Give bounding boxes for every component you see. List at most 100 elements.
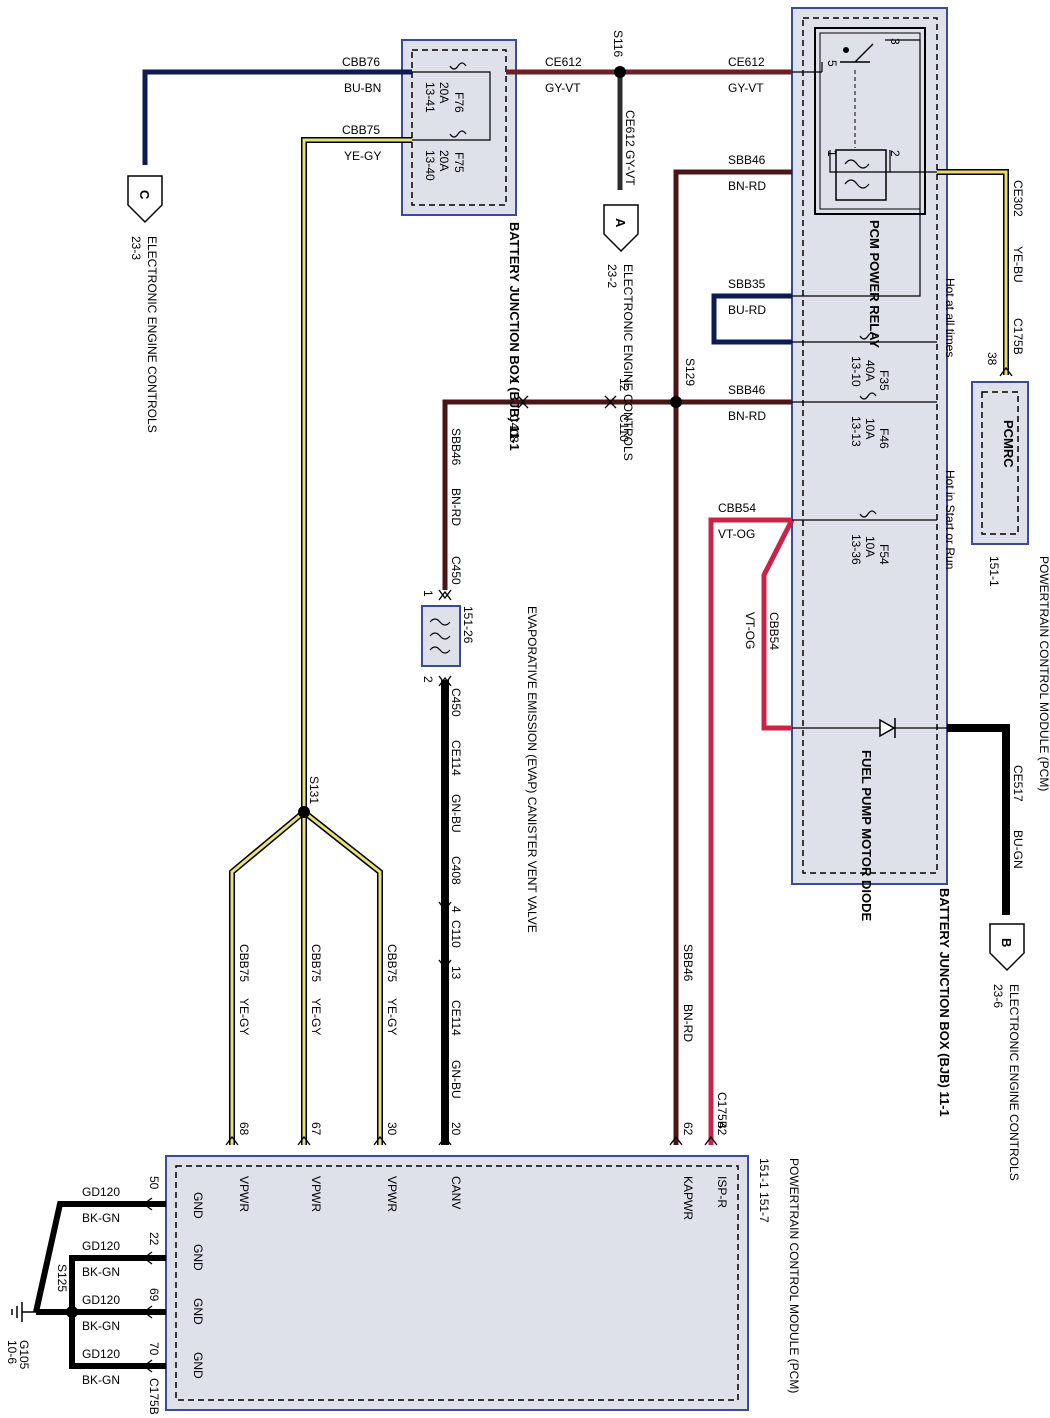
bjb-internal-lines	[792, 39, 947, 729]
fuse-f75-name: F75	[452, 152, 466, 173]
label-bn-rd-b: BN-RD	[728, 409, 766, 423]
wire-cbb75	[229, 137, 412, 1145]
pcm-title: POWERTRAIN CONTROL MODULE (PCM)	[787, 1158, 801, 1393]
wire-ce302	[937, 169, 1009, 375]
label-ye-gy: YE-GY	[344, 149, 381, 163]
label-bk-gn-b: BK-GN	[82, 1265, 120, 1279]
label-gd120-d: GD120	[82, 1347, 120, 1361]
wire-sbb46	[442, 169, 792, 1145]
label-ce302: CE302	[1011, 180, 1025, 217]
pcm-pin-name-vpwr-67: VPWR	[309, 1176, 323, 1212]
label-gn-bu-a: GN-BU	[449, 794, 463, 833]
ref-tag-a	[603, 204, 639, 253]
pcm-gnd-num-69: 69	[147, 1288, 161, 1302]
fuse-f76-name: F76	[452, 92, 466, 113]
label-cbb54-vert: CBB54	[767, 612, 781, 650]
pcm-pin-name-isp-r: ISP-R	[715, 1176, 729, 1208]
label-bn-rd-vert: BN-RD	[449, 488, 463, 526]
label-sbb46-vert: SBB46	[449, 428, 463, 466]
fuse-f35-name: F35	[877, 370, 891, 391]
pcmrc-label: PCMRC	[1001, 420, 1016, 468]
label-bk-gn-c: BK-GN	[82, 1319, 120, 1333]
bjb-top-internal-lines	[412, 71, 491, 141]
diode-icon	[879, 718, 896, 738]
pcm-pin-num-20: 20	[449, 1122, 463, 1136]
ground-page: 10-6	[5, 1340, 19, 1364]
bjb-main-box	[791, 7, 948, 885]
label-vt-og: VT-OG	[718, 527, 755, 541]
pin-13-c110: 13	[449, 966, 463, 980]
label-ye-gy-2: YE-GY	[309, 998, 323, 1035]
label-gn-bu-b: GN-BU	[449, 1060, 463, 1099]
ref-c-label: ELECTRONIC ENGINE CONTROLS	[145, 236, 159, 433]
pcm-box	[165, 1155, 749, 1411]
fuse-f54-pos: 13-36	[849, 534, 863, 565]
ref-b-letter: B	[999, 938, 1014, 947]
label-bn-rd-a: BN-RD	[728, 179, 766, 193]
label-c408-a: C408	[507, 414, 521, 443]
bjb-top-box	[401, 39, 517, 216]
label-sbb46-vert-b: SBB46	[681, 944, 695, 982]
label-bu-bn: BU-BN	[344, 81, 381, 95]
pcm-pin-arrows	[142, 1135, 718, 1373]
label-ce114-a: CE114	[449, 740, 463, 776]
relay-pin-3: 3	[888, 38, 902, 45]
pin-1-c408: 1	[507, 378, 521, 385]
label-cbb75-3: CBB75	[385, 944, 399, 982]
pcm-pin-name-vpwr-68: VPWR	[237, 1176, 251, 1212]
label-c175b-pcm: C175B	[715, 1092, 729, 1129]
evap-title: EVAPORATIVE EMISSION (EVAP) CANISTER VEN…	[525, 606, 539, 933]
bjb-main-title: BATTERY JUNCTION BOX (BJB) 11-1	[937, 888, 952, 1117]
pcmrc-title: POWERTRAIN CONTROL MODULE (PCM)	[1037, 556, 1050, 791]
pcm-pin-num-68: 68	[237, 1122, 251, 1136]
wire-cbb54	[708, 517, 795, 1145]
splice-s116-label: S116	[611, 30, 625, 57]
label-cbb54: CBB54	[718, 501, 756, 515]
pcm-gnd-num-50: 50	[147, 1176, 161, 1190]
pcm-pin-name-kapwr: KAPWR	[681, 1176, 695, 1220]
pcmrc-page: 151-1	[987, 556, 1001, 587]
label-ce114-b: CE114	[449, 1000, 463, 1036]
label-gy-vt-a: GY-VT	[545, 81, 581, 95]
label-c110-a: C110	[617, 414, 631, 442]
label-bn-rd-vert-b: BN-RD	[681, 1004, 695, 1042]
ref-c-page: 23-3	[129, 236, 143, 260]
fuse-f76-rating: 20A	[437, 82, 451, 103]
splice-s116	[614, 66, 626, 78]
label-sbb46-a: SBB46	[728, 153, 766, 167]
ground-name: G105	[17, 1340, 31, 1370]
ref-c-letter: C	[137, 190, 152, 200]
label-ye-gy-1: YE-GY	[237, 998, 251, 1035]
pcm-pages: 151-1 151-7	[757, 1158, 771, 1223]
label-gd120-a: GD120	[82, 1185, 120, 1199]
fuse-f54-rating: 10A	[863, 536, 877, 557]
pcm-gnd-name-22: GND	[191, 1244, 205, 1271]
label-cbb75: CBB75	[342, 123, 380, 137]
pcm-connector-bottom: C175B	[147, 1378, 161, 1415]
label-bk-gn-a: BK-GN	[82, 1211, 120, 1225]
label-bu-rd: BU-RD	[728, 303, 766, 317]
label-sbb35: SBB35	[728, 277, 766, 291]
label-bk-gn-d: BK-GN	[82, 1373, 120, 1387]
label-ce517: CE517	[1011, 765, 1025, 802]
pin-1-c450: 1	[421, 590, 435, 597]
fuse-f46-pos: 13-13	[849, 416, 863, 447]
ref-b-page: 23-6	[991, 984, 1005, 1008]
ground-icon	[11, 1302, 36, 1322]
splice-dots	[66, 66, 682, 1318]
label-ce612-b: CE612	[728, 55, 765, 69]
label-ye-bu: YE-BU	[1011, 246, 1025, 283]
fuse-f35-rating: 40A	[863, 360, 877, 381]
fuse-f75-pos: 13-40	[423, 150, 437, 181]
label-cbb76: CBB76	[342, 55, 380, 69]
pcm-gnd-name-50: GND	[191, 1192, 205, 1219]
label-gd120-b: GD120	[82, 1239, 120, 1253]
label-c450-b: C450	[449, 688, 463, 717]
relay-label: PCM POWER RELAY	[867, 220, 882, 348]
label-vt-og-vert: VT-OG	[743, 612, 757, 649]
pcm-pin-num-67: 67	[309, 1122, 323, 1136]
relay-pin-2: 2	[888, 150, 902, 157]
fuse-f46-rating: 10A	[863, 418, 877, 439]
pin-2-c450: 2	[421, 676, 435, 683]
